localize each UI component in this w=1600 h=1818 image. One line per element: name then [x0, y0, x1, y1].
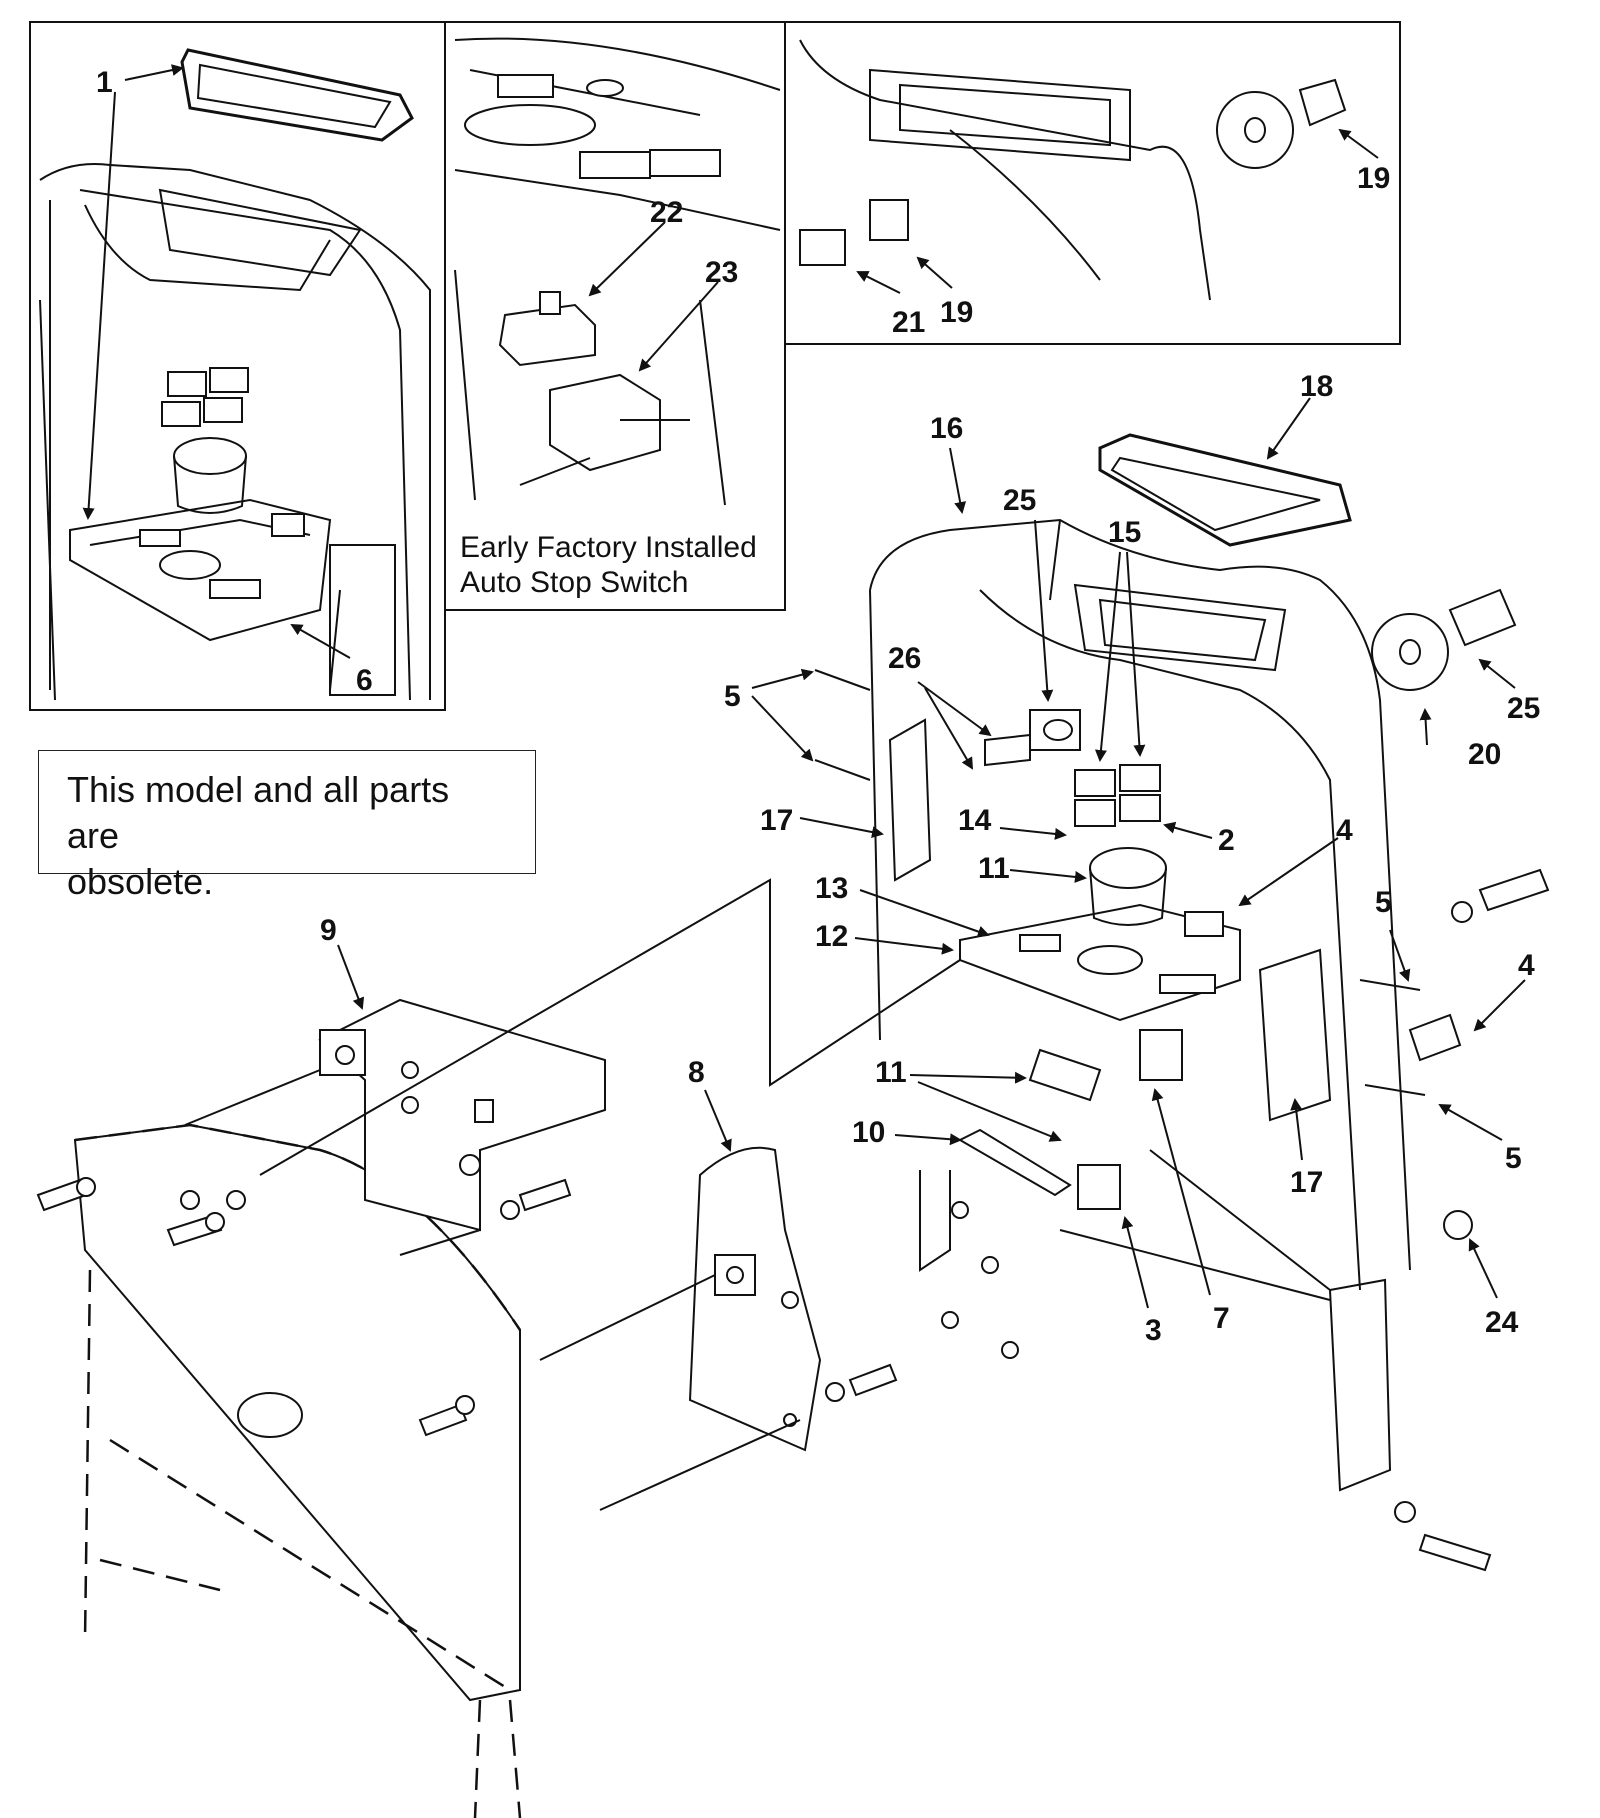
callout-16: 16 — [930, 412, 963, 445]
callout-9: 9 — [320, 914, 337, 947]
callout-12: 12 — [815, 920, 848, 953]
callout-21: 21 — [892, 306, 925, 339]
callout-1: 1 — [96, 66, 113, 99]
callout-23: 23 — [705, 256, 738, 289]
inset-panel-top-right — [784, 21, 1401, 345]
callout-15: 15 — [1108, 516, 1141, 549]
callout-19b: 19 — [1357, 162, 1390, 195]
inset-panel-top-middle — [444, 21, 786, 611]
callout-19a: 19 — [940, 296, 973, 329]
callout-18: 18 — [1300, 370, 1333, 403]
callout-7: 7 — [1213, 1302, 1230, 1335]
inset-caption-line2: Auto Stop Switch — [460, 566, 688, 599]
callout-25a: 25 — [1003, 484, 1036, 517]
callout-17a: 17 — [760, 804, 793, 837]
callout-20: 20 — [1468, 738, 1501, 771]
callout-2: 2 — [1218, 824, 1235, 857]
callout-22: 22 — [650, 196, 683, 229]
lower-frame — [36, 998, 606, 1818]
callout-4a: 4 — [1336, 814, 1353, 847]
main-assembly — [814, 433, 1550, 1572]
callout-11b: 11 — [875, 1056, 907, 1089]
callout-3: 3 — [1145, 1314, 1162, 1347]
guide-lines — [184, 878, 961, 1511]
inset-caption: Early Factory Installed Auto Stop Switch — [460, 531, 757, 599]
callout-5c: 5 — [1505, 1142, 1522, 1175]
obsolete-notice: This model and all parts are obsolete. — [38, 750, 536, 902]
callout-5b: 5 — [1375, 886, 1392, 919]
callout-8: 8 — [688, 1056, 705, 1089]
bracket-8 — [688, 1146, 898, 1452]
callout-13: 13 — [815, 872, 848, 905]
callout-10: 10 — [852, 1116, 885, 1149]
obsolete-notice-line1: This model and all parts are — [67, 769, 450, 856]
callout-11a: 11 — [978, 852, 1010, 885]
callout-5a: 5 — [724, 680, 741, 713]
callout-14: 14 — [958, 804, 992, 837]
leader-arrows — [82, 64, 1526, 1309]
callout-17b: 17 — [1290, 1166, 1323, 1199]
callout-25b: 25 — [1507, 692, 1540, 725]
callout-4b: 4 — [1518, 949, 1535, 982]
callout-24: 24 — [1485, 1306, 1519, 1339]
callout-labels: 1 6 22 23 21 19 19 18 16 25 15 25 20 26 … — [96, 66, 1540, 1347]
callout-6: 6 — [356, 664, 373, 697]
inset-panel-top-left — [29, 21, 446, 711]
obsolete-notice-line2: obsolete. — [67, 861, 214, 902]
callout-26: 26 — [888, 642, 921, 675]
inset-caption-line1: Early Factory Installed — [460, 531, 757, 564]
